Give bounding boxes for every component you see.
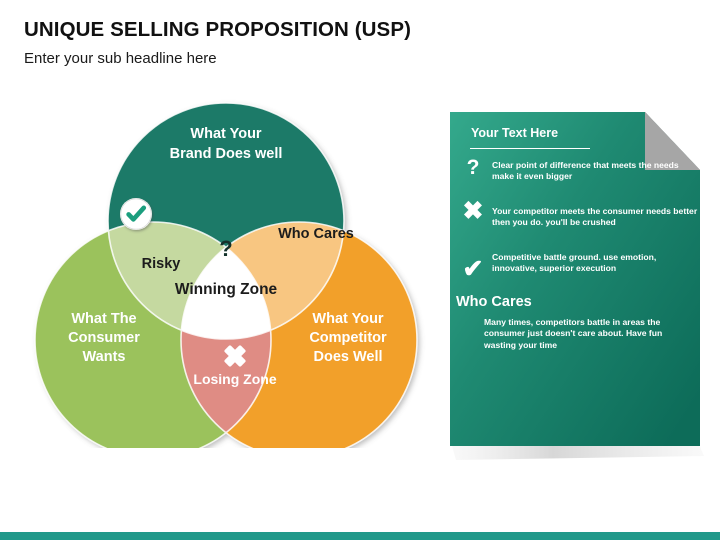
venn-label-brand-line2: Brand Does well [170,146,283,162]
venn-svg: What Your Brand Does well What The Consu… [34,102,418,448]
panel-body [450,112,700,446]
info-panel: Your Text Here ? Clear point of differen… [450,112,704,460]
venn-outlines [34,102,418,448]
panel-section-heading: Who Cares [456,294,532,310]
info-panel-shape [450,112,704,460]
check-icon: ✔ [462,255,484,283]
footer-bar [0,532,720,540]
panel-title-rule [470,148,590,150]
question-icon: ? [219,236,232,261]
page-title: UNIQUE SELLING PROPOSITION (USP) [24,18,412,41]
venn-label-who-cares: Who Cares [278,226,354,242]
venn-label-winning-zone: Winning Zone [175,281,278,298]
venn-label-risky: Risky [142,256,181,272]
venn-label-consumer-line3: Wants [83,349,126,365]
panel-bullet-cross-text: Your competitor meets the consumer needs… [492,206,698,228]
venn-label-consumer-line2: Consumer [68,330,140,346]
question-icon: ? [466,156,480,179]
venn-label-losing-zone: Losing Zone [193,371,276,387]
panel-section-body: Many times, competitors battle in areas … [484,317,663,350]
check-badge-icon [120,198,152,230]
panel-fold-triangle [645,112,700,170]
venn-diagram: What Your Brand Does well What The Consu… [26,88,426,448]
cross-icon: ✖ [462,197,484,225]
venn-label-competitor-line1: What Your [312,311,384,327]
panel-bullet-question-text: Clear point of difference that meets the… [492,160,679,182]
panel-title: Your Text Here [471,126,559,140]
venn-label-competitor-line2: Competitor [309,330,387,346]
cross-icon [224,345,246,367]
venn-label-consumer-line1: What The [71,311,136,327]
venn-label-competitor-line3: Does Well [313,349,382,365]
page-subtitle: Enter your sub headline here [24,50,217,67]
panel-bullet-check-text: Competitive battle ground. use emotion, … [492,252,657,274]
venn-label-brand-line1: What Your [190,126,262,142]
